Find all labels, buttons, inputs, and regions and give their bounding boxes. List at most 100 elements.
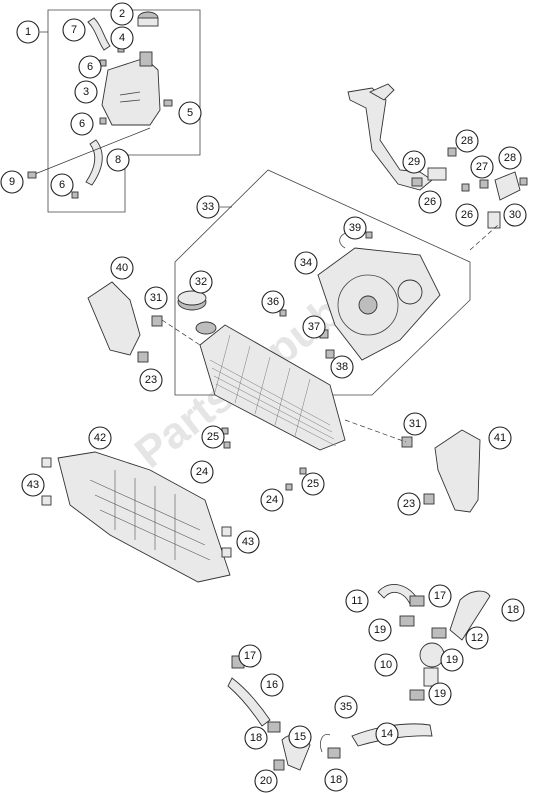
callout-6-c: 6 (50, 173, 74, 197)
callout-25-b: 25 (301, 472, 325, 496)
callout-label: 36 (267, 296, 279, 308)
callout-7: 7 (62, 18, 86, 42)
callout-label: 15 (294, 731, 306, 743)
callout-label: 33 (202, 201, 214, 213)
callout-1: 1 (16, 20, 40, 44)
callout-43-b: 43 (236, 530, 260, 554)
callout-label: 6 (79, 118, 85, 130)
callout-label: 18 (507, 604, 519, 616)
callout-label: 31 (150, 292, 162, 304)
callout-24-a: 24 (190, 460, 214, 484)
callout-31-b: 31 (403, 412, 427, 436)
expansion-tank-group (27, 9, 201, 213)
callout-label: 19 (446, 654, 458, 666)
callout-label: 19 (434, 688, 446, 700)
callout-label: 37 (308, 321, 320, 333)
callout-label: 42 (94, 432, 106, 444)
callout-40: 40 (110, 256, 134, 280)
callout-43-a: 43 (21, 473, 45, 497)
callout-37: 37 (302, 315, 326, 339)
callout-19-c: 19 (428, 682, 452, 706)
callout-label: 23 (145, 374, 157, 386)
callout-42: 42 (88, 426, 112, 450)
callout-label: 39 (349, 222, 361, 234)
callout-label: 26 (424, 196, 436, 208)
callout-18-b: 18 (244, 726, 268, 750)
callout-24-b: 24 (260, 488, 284, 512)
callout-label: 40 (116, 262, 128, 274)
callout-6-a: 6 (78, 55, 102, 79)
callout-32: 32 (189, 270, 213, 294)
callout-label: 7 (71, 24, 77, 36)
callout-38: 38 (330, 355, 354, 379)
callout-30: 30 (503, 203, 527, 227)
callout-label: 2 (119, 8, 125, 20)
callout-19-a: 19 (368, 618, 392, 642)
callout-label: 3 (83, 86, 89, 98)
callout-3: 3 (74, 80, 98, 104)
callout-label: 28 (504, 152, 516, 164)
callout-33: 33 (196, 195, 220, 219)
callout-label: 11 (351, 595, 362, 607)
callout-23-a: 23 (139, 368, 163, 392)
callout-41: 41 (488, 426, 512, 450)
callout-label: 43 (27, 479, 39, 491)
callout-19-b: 19 (440, 648, 464, 672)
callout-36: 36 (261, 290, 285, 314)
side-covers (87, 281, 481, 513)
callout-29: 29 (402, 150, 426, 174)
callout-label: 24 (196, 466, 208, 478)
callout-label: 6 (59, 179, 65, 191)
callout-9: 9 (0, 170, 24, 194)
radiator-grille (41, 451, 232, 583)
callout-label: 41 (494, 432, 506, 444)
callout-28-a: 28 (455, 129, 479, 153)
bracket-assembly (347, 83, 528, 229)
callout-label: 16 (266, 679, 278, 691)
callout-label: 27 (476, 161, 488, 173)
callout-label: 29 (408, 156, 420, 168)
callout-label: 6 (87, 61, 93, 73)
callout-label: 19 (374, 624, 386, 636)
callout-15: 15 (288, 725, 312, 749)
callout-label: 25 (207, 431, 219, 443)
callout-label: 17 (434, 590, 446, 602)
callout-17-a: 17 (428, 584, 452, 608)
callout-11: 11 (345, 589, 369, 613)
callout-label: 17 (244, 650, 256, 662)
callout-39: 39 (343, 216, 367, 240)
callout-label: 31 (409, 418, 421, 430)
callout-label: 26 (461, 209, 473, 221)
callout-34: 34 (294, 251, 318, 275)
callout-20: 20 (254, 769, 278, 793)
callout-6-b: 6 (70, 112, 94, 136)
callout-label: 38 (336, 361, 348, 373)
callout-label: 28 (461, 135, 473, 147)
callout-35: 35 (334, 695, 358, 719)
callout-label: 43 (242, 536, 254, 548)
callout-label: 14 (381, 728, 393, 740)
callout-16: 16 (260, 673, 284, 697)
callout-17-b: 17 (238, 644, 262, 668)
callout-5: 5 (178, 101, 202, 125)
callout-label: 10 (380, 659, 392, 671)
callout-label: 9 (9, 176, 15, 188)
callout-label: 32 (195, 276, 207, 288)
callout-label: 35 (340, 701, 352, 713)
callout-label: 12 (471, 632, 483, 644)
callout-26-a: 26 (418, 190, 442, 214)
callout-label: 1 (25, 26, 31, 38)
callout-2: 2 (110, 2, 134, 26)
callout-label: 4 (119, 32, 125, 44)
callout-28-b: 28 (498, 146, 522, 170)
callout-label: 8 (115, 154, 121, 166)
callout-label: 5 (187, 107, 193, 119)
callout-label: 18 (250, 732, 262, 744)
callout-18-c: 18 (324, 768, 348, 792)
callout-4: 4 (110, 26, 134, 50)
radiator-group (151, 169, 499, 491)
callout-label: 25 (307, 478, 319, 490)
callout-8: 8 (106, 148, 130, 172)
callout-label: 20 (260, 775, 272, 787)
